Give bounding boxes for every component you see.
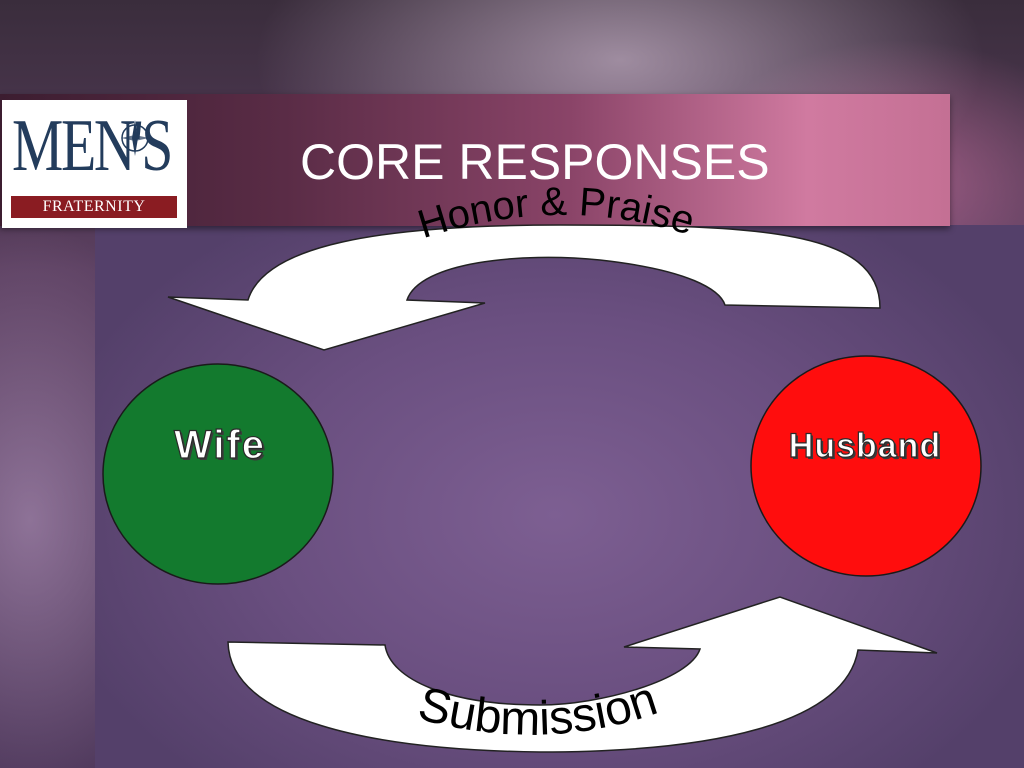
husband-circle [750, 355, 982, 577]
husband-label: Husband [788, 426, 942, 465]
logo-subtitle: FRATERNITY [11, 196, 177, 218]
honor-praise-arrow [167, 224, 881, 351]
slide-title: CORE RESPONSES [300, 134, 770, 190]
submission-arrow [227, 596, 938, 753]
wife-label: Wife [173, 422, 267, 467]
wife-circle [102, 363, 334, 585]
compass-icon [121, 120, 149, 156]
logo-wordmark: MEN'S [12, 105, 173, 187]
mens-fraternity-logo: MEN'S FRATERNITY [2, 100, 187, 228]
